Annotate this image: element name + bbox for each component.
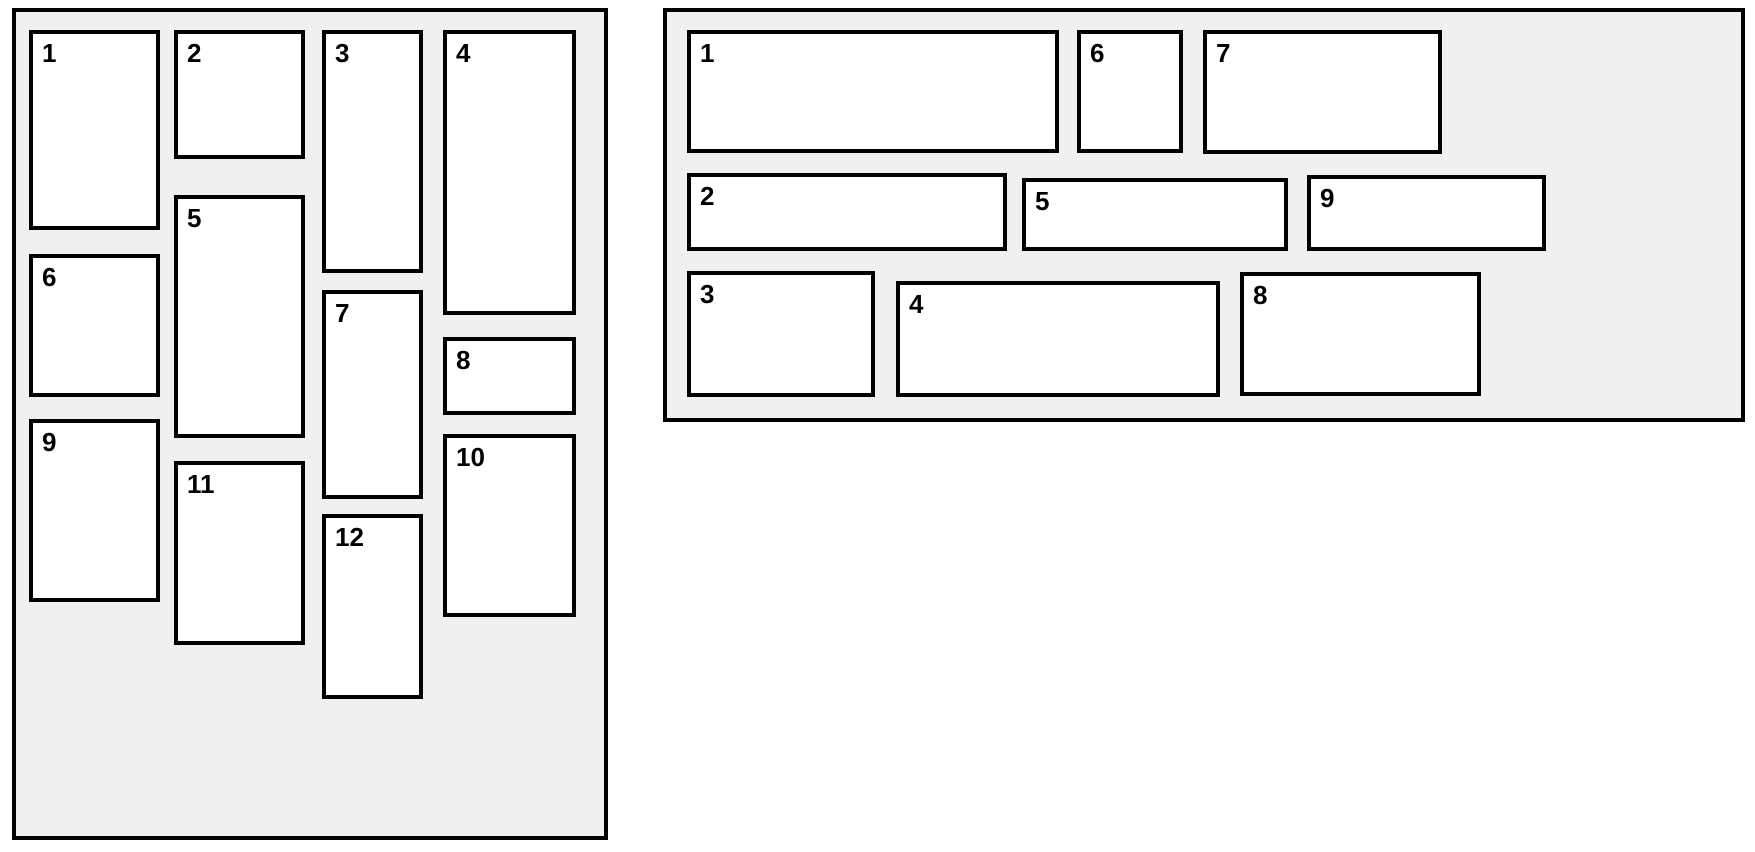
region-box-label: 4 — [909, 289, 924, 319]
region-box[interactable]: 8 — [443, 337, 576, 415]
region-box-label: 9 — [1320, 183, 1335, 213]
region-box[interactable]: 6 — [1077, 30, 1183, 153]
region-box[interactable]: 7 — [1203, 30, 1442, 154]
region-box-label: 12 — [335, 522, 364, 552]
region-box-label: 4 — [456, 38, 471, 68]
region-box[interactable]: 5 — [1022, 178, 1288, 251]
region-box-label: 6 — [42, 262, 57, 292]
region-box-label: 3 — [335, 38, 350, 68]
region-box[interactable]: 7 — [322, 290, 423, 499]
region-box-label: 5 — [187, 203, 202, 233]
region-box-label: 5 — [1035, 186, 1050, 216]
region-box[interactable]: 6 — [29, 254, 160, 397]
region-box[interactable]: 1 — [29, 30, 160, 230]
region-box[interactable]: 3 — [322, 30, 423, 273]
region-box[interactable]: 4 — [443, 30, 576, 315]
region-box[interactable]: 9 — [1307, 175, 1546, 251]
region-box-label: 2 — [700, 181, 715, 211]
region-box-label: 9 — [42, 427, 57, 457]
region-box-label: 3 — [700, 279, 715, 309]
region-box[interactable]: 2 — [174, 30, 305, 159]
region-box[interactable]: 11 — [174, 461, 305, 645]
region-box-label: 8 — [1253, 280, 1268, 310]
region-box[interactable]: 5 — [174, 195, 305, 438]
region-box-label: 7 — [1216, 38, 1231, 68]
region-box-label: 11 — [187, 469, 215, 499]
region-box[interactable]: 2 — [687, 173, 1007, 251]
region-box[interactable]: 12 — [322, 514, 423, 699]
region-box-label: 10 — [456, 442, 485, 472]
region-box-label: 7 — [335, 298, 350, 328]
region-box[interactable]: 1 — [687, 30, 1059, 153]
region-box-label: 8 — [456, 345, 471, 375]
region-box-label: 1 — [700, 38, 715, 68]
region-box-label: 6 — [1090, 38, 1105, 68]
region-box-label: 1 — [42, 38, 57, 68]
region-box[interactable]: 9 — [29, 419, 160, 602]
region-box[interactable]: 8 — [1240, 272, 1481, 396]
region-box[interactable]: 3 — [687, 271, 875, 397]
region-box[interactable]: 4 — [896, 281, 1220, 397]
region-box[interactable]: 10 — [443, 434, 576, 617]
region-box-label: 2 — [187, 38, 202, 68]
